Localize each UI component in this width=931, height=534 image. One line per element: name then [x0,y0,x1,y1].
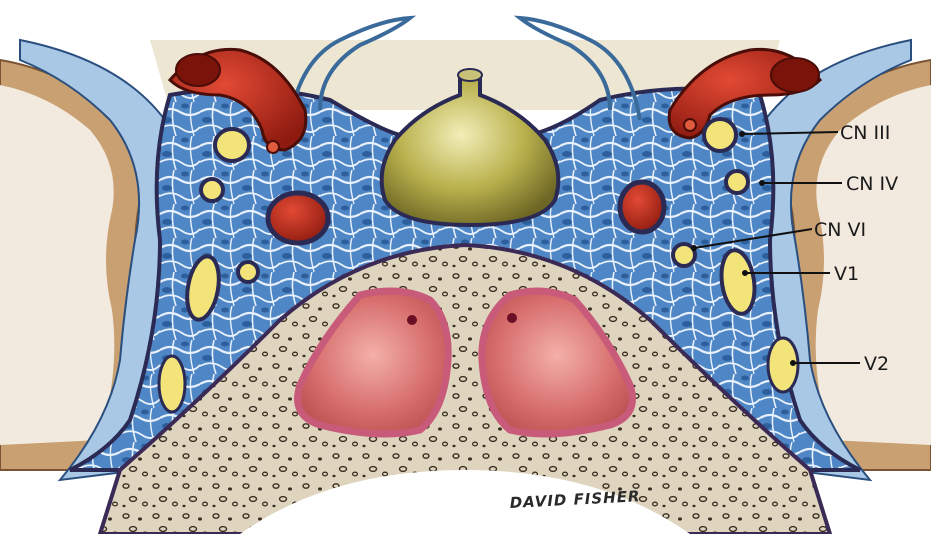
label-cn3: CN III [840,122,890,144]
right-cavernous-carotid [620,182,664,232]
leader-dot-v1 [743,271,747,275]
label-v1: V1 [834,263,859,285]
right-cn4-nerve [726,171,748,193]
left-cn3-nerve [215,129,249,161]
left-carotid-lumen-top [176,54,220,86]
pituitary-stalk [458,69,482,81]
right-carotid-lumen-top [771,58,819,92]
leader-dot-v2 [791,361,795,365]
right-cn3-nerve [704,119,736,151]
left-cn4-nerve [201,179,223,201]
left-v2-nerve [159,356,185,412]
label-v2: V2 [864,353,889,375]
leader-dot-cn6 [692,246,696,250]
leader-dot-cn3 [740,132,744,136]
leader-dot-cn4 [760,181,764,185]
right-sinus-ostium [507,313,517,323]
left-sinus-ostium [407,315,417,325]
left-cn6-nerve [238,262,258,282]
label-cn6: CN VI [814,219,866,241]
right-ophthalmic-branch [684,119,696,131]
left-cavernous-carotid [268,193,328,243]
label-cn4: CN IV [846,173,898,195]
left-ophthalmic-branch [267,141,279,153]
